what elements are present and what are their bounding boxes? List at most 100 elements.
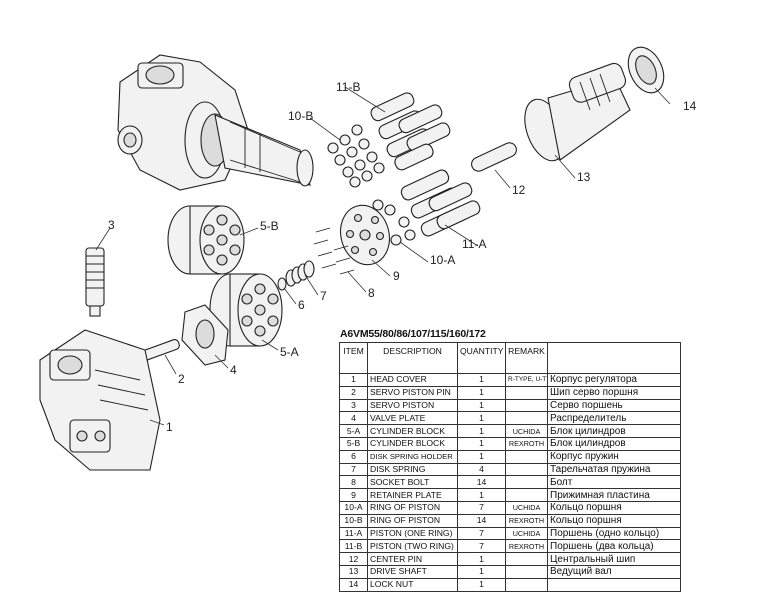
callout-12: 12: [512, 183, 526, 197]
cell-description: HEAD COVER: [367, 373, 458, 387]
cell-remark: REXROTH: [505, 436, 548, 451]
cell-quantity: 7: [457, 526, 506, 541]
cell-remark: UCHIDA: [505, 424, 548, 438]
cell-quantity: 7: [457, 500, 506, 515]
cell-item: 5-A: [339, 424, 368, 438]
cell-item: 2: [339, 385, 368, 400]
cell-russian: Корпус регулятора: [547, 373, 681, 387]
callout-11a: 11-A: [462, 237, 486, 251]
cell-description: CENTER PIN: [367, 552, 458, 566]
cell-remark: [505, 564, 548, 579]
callout-10a: 10-A: [430, 253, 455, 267]
cell-item: 11-A: [339, 526, 368, 541]
cell-description: SERVO PISTON: [367, 398, 458, 413]
cell-item: 10-B: [339, 513, 368, 528]
callout-5b: 5-B: [260, 219, 279, 233]
valve-plate: [181, 304, 229, 366]
cell-russian: Болт: [547, 475, 681, 490]
cell-description: SOCKET BOLT: [367, 475, 458, 490]
cell-item: 6: [339, 449, 368, 464]
cell-quantity: 1: [457, 385, 506, 400]
retainer-plate: [340, 204, 390, 266]
servo-piston: [85, 247, 105, 317]
cell-remark: [505, 488, 548, 502]
cell-quantity: 1: [457, 488, 506, 502]
header-description: DESCRIPTION: [367, 342, 458, 374]
cell-remark: [505, 475, 548, 490]
cell-item: 14: [339, 577, 368, 592]
callout-8: 8: [368, 286, 375, 300]
callout-4: 4: [230, 363, 237, 377]
cell-quantity: 1: [457, 411, 506, 426]
piston-set-11b: [370, 92, 451, 171]
cell-quantity: 1: [457, 373, 506, 387]
drive-shaft: [524, 62, 631, 162]
cell-description: PISTON (TWO RING): [367, 539, 458, 554]
cell-quantity: 1: [457, 424, 506, 438]
cell-russian: Поршень (одно кольцо): [547, 526, 681, 541]
cylinder-block-5b: [167, 205, 245, 275]
cell-description: CYLINDER BLOCK: [367, 436, 458, 451]
cell-russian: Распределитель: [547, 411, 681, 426]
cell-remark: UCHIDA: [505, 526, 548, 541]
header-quantity: QUANTITY: [457, 342, 506, 374]
header-russian: [547, 342, 681, 374]
cell-russian: Тарельчатая пружина: [547, 462, 681, 477]
cell-russian: Кольцо поршня: [547, 500, 681, 515]
cell-russian: Прижимная пластина: [547, 488, 681, 502]
cell-remark: REXROTH: [505, 513, 548, 528]
piston-set-11a: [400, 169, 481, 237]
cell-item: 12: [339, 552, 368, 566]
cell-russian: Шип серво поршня: [547, 385, 681, 400]
cell-quantity: 1: [457, 398, 506, 413]
cell-remark: REXROTH: [505, 539, 548, 554]
cell-description: SERVO PISTON PIN: [367, 385, 458, 400]
callout-14: 14: [683, 99, 697, 113]
cell-remark: [505, 411, 548, 426]
cell-quantity: 1: [457, 552, 506, 566]
cell-description: LOCK NUT: [367, 577, 458, 592]
callout-13: 13: [577, 170, 591, 184]
cell-quantity: 1: [457, 577, 506, 592]
cell-russian: [547, 577, 681, 592]
cell-item: 4: [339, 411, 368, 426]
cell-quantity: 1: [457, 449, 506, 464]
cell-remark: [505, 385, 548, 400]
cell-russian: Блок цилиндров: [547, 424, 681, 438]
callout-3: 3: [108, 218, 115, 232]
leader-lines: [95, 86, 671, 426]
housing-with-drive-shaft: [117, 54, 314, 191]
cell-remark: [505, 552, 548, 566]
cell-item: 1: [339, 373, 368, 387]
cell-remark: R-TYPE, U-TYPE: [505, 373, 548, 387]
table-header-row: ITEM DESCRIPTION QUANTITY REMARK: [339, 342, 681, 374]
cell-item: 10-A: [339, 500, 368, 515]
cell-item: 8: [339, 475, 368, 490]
cell-russian: Корпус пружин: [547, 449, 681, 464]
cell-quantity: 14: [457, 475, 506, 490]
cell-item: 3: [339, 398, 368, 413]
cell-description: VALVE PLATE: [367, 411, 458, 426]
callout-1: 1: [166, 420, 173, 434]
cell-description: RETAINER PLATE: [367, 488, 458, 502]
header-item: ITEM: [339, 342, 368, 374]
cell-remark: UCHIDA: [505, 500, 548, 515]
cell-description: CYLINDER BLOCK: [367, 424, 458, 438]
ring-set-10b: [327, 124, 385, 188]
cell-russian: Блок цилиндров: [547, 436, 681, 451]
